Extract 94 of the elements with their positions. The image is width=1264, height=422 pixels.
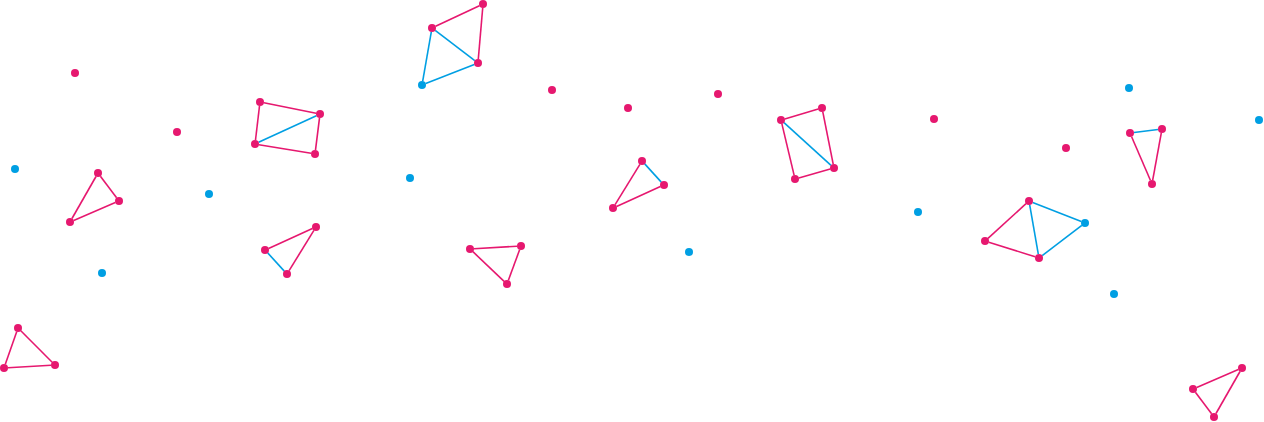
connector-line	[258, 143, 312, 155]
connector-line	[421, 31, 433, 82]
dot	[609, 204, 617, 212]
connector-line	[99, 175, 118, 199]
dot	[0, 364, 8, 372]
connector-line	[1194, 391, 1213, 415]
connector-line	[615, 185, 662, 208]
dot	[818, 104, 826, 112]
dot	[51, 361, 59, 369]
dot	[714, 90, 722, 98]
dot	[914, 208, 922, 216]
connector-line	[822, 111, 834, 165]
connector-line	[257, 114, 318, 144]
connector-line	[434, 4, 481, 28]
connector-line	[1215, 370, 1241, 415]
dot	[466, 245, 474, 253]
dot	[503, 280, 511, 288]
connector-line	[1133, 128, 1159, 134]
dot	[930, 115, 938, 123]
dot	[418, 81, 426, 89]
dot	[479, 0, 487, 8]
connector-line	[643, 163, 663, 183]
connector-line	[1031, 201, 1083, 223]
dot	[1158, 125, 1166, 133]
dot	[1148, 180, 1156, 188]
connector-line	[781, 123, 795, 176]
connector-line	[266, 252, 286, 272]
dot	[517, 242, 525, 250]
dot	[94, 169, 102, 177]
dot	[548, 86, 556, 94]
connector-line	[1130, 135, 1152, 182]
connector-line	[71, 175, 97, 220]
connector-line	[472, 250, 505, 283]
dot	[1126, 129, 1134, 137]
dot	[115, 197, 123, 205]
dot	[406, 174, 414, 182]
connector-line	[1195, 368, 1240, 389]
connector-line	[784, 108, 819, 120]
dot	[428, 24, 436, 32]
dot	[316, 110, 324, 118]
dot	[685, 248, 693, 256]
connector-line	[614, 163, 641, 206]
dot	[11, 165, 19, 173]
dot	[777, 116, 785, 124]
dot	[1081, 219, 1089, 227]
connector-line	[7, 364, 52, 369]
connector-line	[314, 117, 321, 151]
connector-line	[507, 249, 521, 281]
dot	[624, 104, 632, 112]
connector-line	[263, 102, 317, 114]
dot	[1189, 385, 1197, 393]
connector-line	[254, 105, 261, 141]
dot	[283, 270, 291, 278]
connector-line	[20, 330, 53, 363]
dot	[261, 246, 269, 254]
dot	[1210, 413, 1218, 421]
dot	[251, 140, 259, 148]
connector-line	[288, 229, 315, 272]
connector-line	[4, 331, 18, 365]
connector-line	[783, 121, 832, 167]
connector-line	[1028, 204, 1040, 255]
connector-line	[987, 202, 1027, 240]
dot	[1110, 290, 1118, 298]
connector-line	[267, 227, 314, 250]
connector-line	[473, 245, 518, 250]
dot	[1238, 364, 1246, 372]
dot	[205, 190, 213, 198]
dot	[1035, 254, 1043, 262]
dot	[981, 237, 989, 245]
dot	[173, 128, 181, 136]
dot	[66, 218, 74, 226]
dot	[660, 181, 668, 189]
connector-line	[72, 201, 117, 222]
connector-line	[1151, 132, 1163, 181]
connector-line	[434, 29, 476, 62]
dot	[474, 59, 482, 67]
dot	[312, 223, 320, 231]
dot	[638, 157, 646, 165]
dot	[1125, 84, 1133, 92]
connector-line	[424, 63, 476, 85]
dot	[830, 164, 838, 172]
connector-line	[798, 168, 831, 179]
dot	[1255, 116, 1263, 124]
dot	[1025, 197, 1033, 205]
dot	[791, 175, 799, 183]
dot	[71, 69, 79, 77]
dot	[256, 98, 264, 106]
dot	[311, 150, 319, 158]
connector-line	[1041, 224, 1083, 257]
connector-line	[477, 7, 484, 60]
dot	[98, 269, 106, 277]
dot	[1062, 144, 1070, 152]
dot	[14, 324, 22, 332]
connector-line	[988, 241, 1036, 258]
